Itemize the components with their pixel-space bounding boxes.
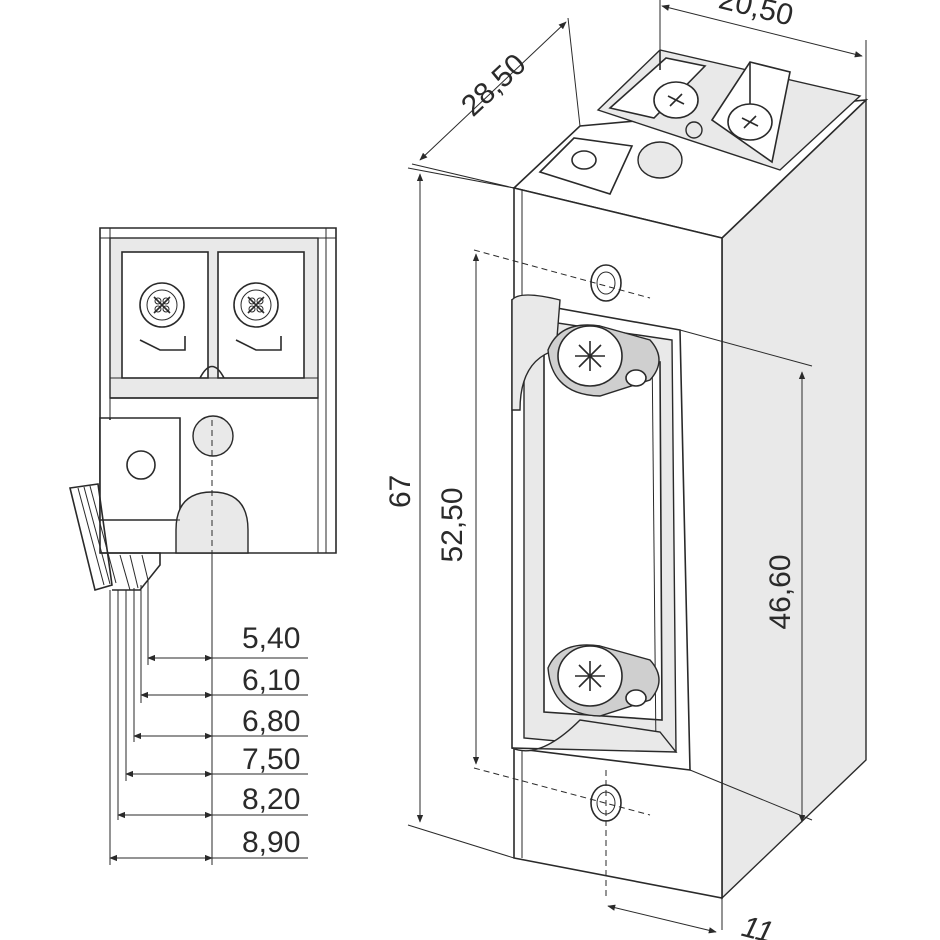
height-dimension-label: 67	[384, 475, 417, 508]
screw-icon	[547, 324, 660, 397]
offset-dimension-label: 6,80	[242, 705, 300, 738]
offset-dimension-label: 6,10	[242, 664, 300, 697]
offset-dimension-label: 8,20	[242, 783, 300, 816]
terminal-block	[109, 237, 319, 399]
hole-spacing-dimension-label: 52,50	[436, 487, 469, 562]
width-dimension-label: 20,50	[716, 0, 797, 33]
screw-icon	[653, 81, 699, 119]
offset-dimensions: 5,40 6,10 6,80 7,50 8,20 8,90	[109, 622, 308, 862]
screw-icon	[233, 282, 282, 351]
offset-dimension-label: 7,50	[242, 743, 300, 776]
offset-dimension-label: 5,40	[242, 622, 300, 655]
side-view: 5,40 6,10 6,80 7,50 8,20 8,90	[69, 227, 337, 865]
depth-dimension-label: 28,50	[455, 48, 532, 123]
latch-profiles	[69, 483, 161, 592]
screw-icon	[139, 282, 186, 351]
latch-length-dimension-label: 46,60	[764, 554, 797, 629]
offset-dimension-label: 8,90	[242, 826, 300, 859]
front-width-dimension-label: 11	[738, 910, 776, 940]
terminal-block	[538, 49, 862, 195]
screw-icon	[727, 103, 773, 141]
screw-icon	[547, 644, 660, 717]
isometric-view: 28,50 20,50 67 52,50 46,60 11	[384, 0, 869, 940]
